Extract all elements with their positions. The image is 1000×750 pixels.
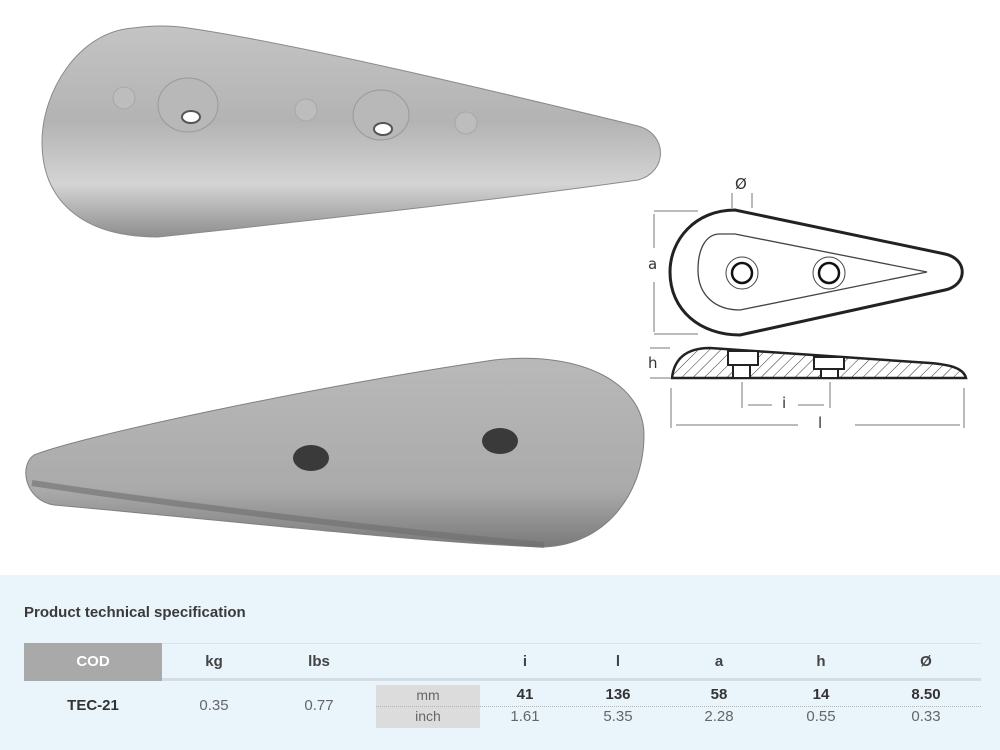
dimension-label-diameter: Ø (735, 175, 747, 193)
unit-mm: mm (416, 687, 440, 703)
cell-h-inch: 0.55 (806, 708, 836, 725)
cell-diameter-inch: 0.33 (911, 708, 941, 725)
spec-table: COD kg lbs i l a h Ø TEC-21 0.35 0.77 mm… (24, 643, 981, 731)
row-divider (376, 706, 981, 707)
cell-a-mm: 58 (710, 686, 728, 703)
cell-a-inch: 2.28 (704, 708, 734, 725)
header-cod: COD (24, 643, 162, 681)
cell-h-mm: 14 (812, 686, 830, 703)
header-a: a (714, 653, 724, 670)
spec-header-row: COD kg lbs i l a h Ø (24, 643, 981, 681)
spec-title: Product technical specification (24, 604, 246, 621)
header-kg: kg (205, 653, 223, 670)
dimension-label-l: l (818, 414, 823, 432)
cell-kg: 0.35 (199, 697, 229, 714)
technical-drawing: Ø a h i l (640, 170, 980, 440)
dimension-label-a: a (648, 255, 658, 273)
spec-panel: Product technical specification COD kg l… (0, 575, 1000, 750)
header-diameter: Ø (920, 653, 932, 670)
cell-i-inch: 1.61 (510, 708, 540, 725)
header-lbs: lbs (308, 653, 330, 670)
header-l: l (615, 653, 621, 670)
table-row: TEC-21 0.35 0.77 mm inch 41 1.61 136 5.3… (24, 681, 981, 731)
product-photo-bottom (24, 355, 654, 555)
cell-l-mm: 136 (605, 686, 631, 703)
cell-diameter-mm: 8.50 (911, 686, 941, 703)
dimension-label-i: i (782, 394, 787, 412)
unit-inch: inch (415, 708, 441, 724)
dimension-label-h: h (648, 354, 658, 372)
cell-l-inch: 5.35 (603, 708, 633, 725)
header-i: i (522, 653, 528, 670)
cell-i-mm: 41 (516, 686, 534, 703)
header-h: h (816, 653, 826, 670)
cell-cod: TEC-21 (67, 697, 119, 714)
cell-lbs: 0.77 (304, 697, 334, 714)
product-photo-top (38, 22, 668, 242)
